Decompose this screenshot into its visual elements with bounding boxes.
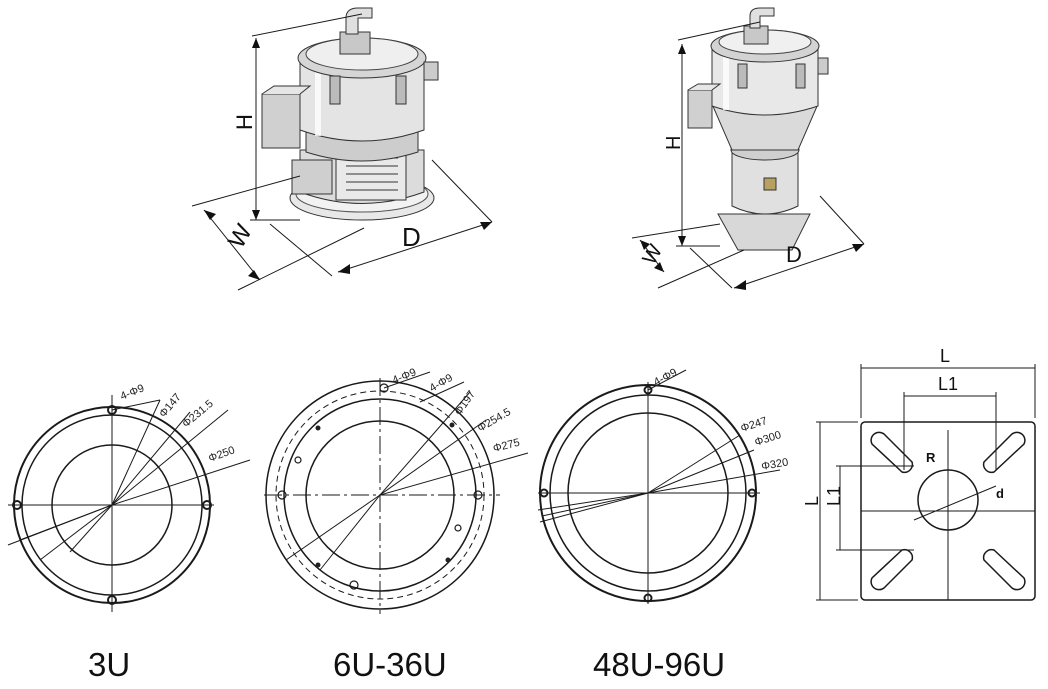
diameter-label: Φ197 [453, 389, 478, 418]
hopper-loader-large: H W D [191, 7, 493, 291]
bolt-hole-label: 4-Φ9 [119, 382, 146, 402]
diameter-label: Φ231.5 [180, 398, 216, 431]
diameter-label: Φ320 [760, 456, 789, 473]
bolt-hole [12, 500, 22, 510]
caption-3u: 3U [88, 646, 130, 683]
arrow-head-icon [248, 270, 260, 280]
arrow-head-icon [480, 222, 492, 230]
inner-length-label: L1 [938, 374, 958, 394]
side-length-label: L [802, 496, 822, 506]
diameter-label: Φ250 [207, 444, 237, 465]
bore-diameter-label: d [996, 486, 1004, 501]
depth-label: D [402, 222, 421, 252]
diameter-label: Φ254.5 [476, 406, 513, 435]
diameter-label: Φ147 [157, 391, 184, 420]
bolt-hole [202, 500, 212, 510]
base-plate: L L1 L L1 R d [802, 346, 1036, 601]
caption-48u-96u: 48U-96U [593, 646, 725, 683]
arrow-head-icon [654, 262, 664, 272]
arrow-head-icon [204, 210, 216, 220]
flange-3u: 4-Φ9 Φ147 Φ231.5 Φ250 [7, 382, 251, 612]
side-inner-length-label: L1 [824, 486, 844, 506]
arrow-head-icon [852, 244, 864, 252]
arrow-head-icon [640, 240, 650, 250]
flange-48u-96u: 4-Φ9 Φ247 Φ300 Φ320 [537, 366, 789, 604]
bolt-hole-label: 4-Φ9 [428, 372, 455, 395]
hopper-loader-tall: H W D [631, 7, 865, 290]
diameter-label: Φ275 [492, 437, 521, 455]
diameter-label: Φ300 [753, 429, 783, 449]
arrow-head-icon [252, 38, 260, 48]
arrow-head-icon [252, 210, 260, 220]
bolt-hole-label: 4-Φ9 [652, 366, 679, 388]
depth-label: D [786, 242, 802, 267]
bolt-hole [107, 595, 117, 605]
height-label: H [663, 136, 685, 150]
height-label: H [232, 114, 257, 130]
arrow-head-icon [678, 44, 686, 54]
length-label: L [940, 346, 950, 366]
flange-6u-36u: 4-Φ9 4-Φ9 Φ197 Φ254.5 Φ275 [264, 366, 529, 614]
bolt-hole [107, 405, 117, 415]
radius-label: R [926, 450, 936, 465]
diameter-label: Φ247 [739, 415, 769, 435]
caption-6u-36u: 6U-36U [333, 646, 447, 683]
arrow-head-icon [734, 280, 746, 290]
arrow-head-icon [338, 264, 350, 274]
arrow-head-icon [678, 236, 686, 246]
width-label: W [223, 220, 258, 253]
